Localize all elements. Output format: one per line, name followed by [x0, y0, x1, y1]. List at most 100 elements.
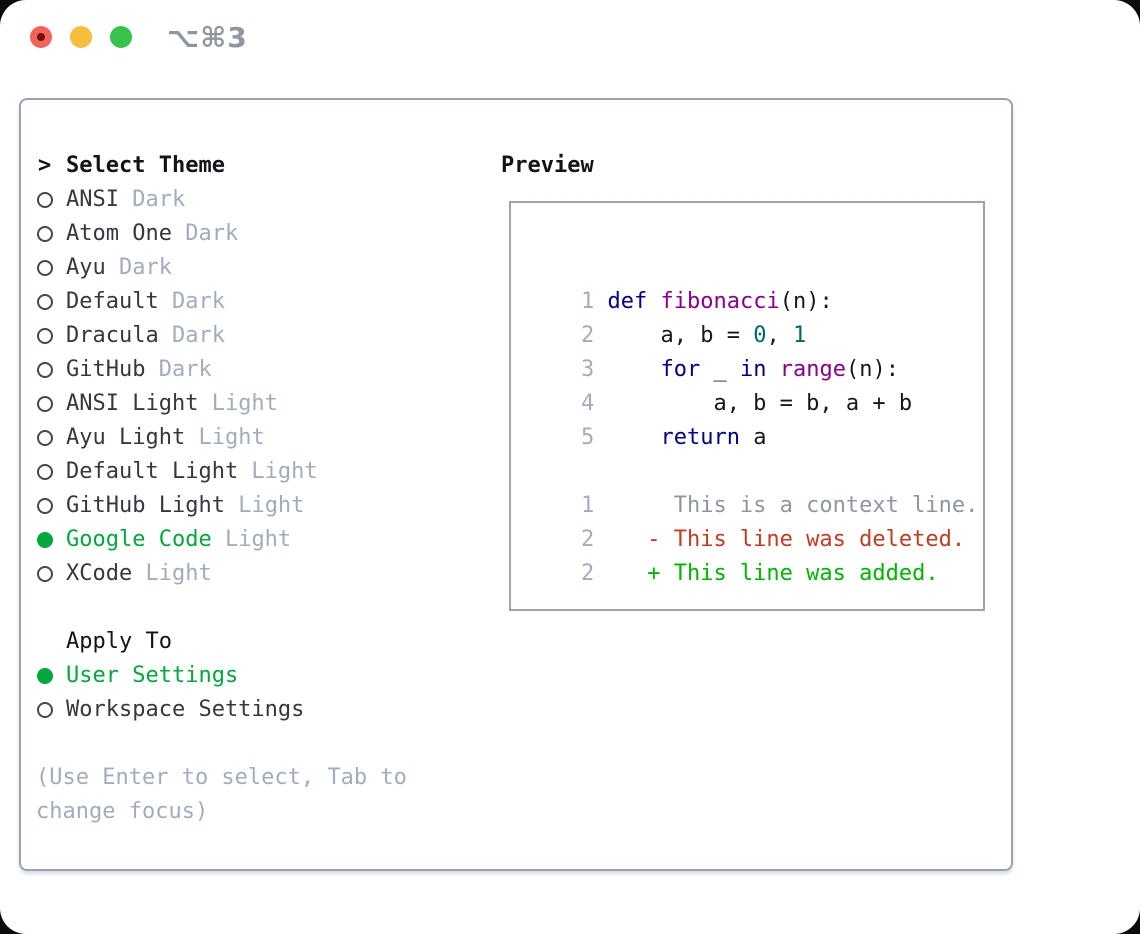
diff-line: 2 - This line was deleted. [528, 489, 978, 552]
theme-list-title: Select Theme [66, 153, 225, 178]
radio-icon [37, 702, 53, 718]
preview-title: Preview [501, 153, 594, 178]
radio-icon [37, 226, 53, 242]
theme-list-header: > Select Theme [36, 149, 318, 183]
theme-option[interactable]: Atom One Dark [36, 217, 318, 251]
radio-icon [37, 668, 53, 684]
apply-to-title: Apply To [66, 629, 172, 654]
diff-line: 1 This is a context line. [528, 455, 978, 518]
theme-option-name: ANSI [66, 187, 119, 212]
help-line: (Use Enter to select, Tab to [36, 765, 407, 790]
theme-option[interactable]: GitHub Light Light [36, 489, 318, 523]
theme-list: ANSI Dark Atom One Dark Ayu Dark Default… [36, 183, 318, 591]
line-number: 2 [580, 527, 595, 552]
radio-icon [37, 362, 53, 378]
theme-list-section: > Select Theme ANSI Dark Atom One Dark A… [36, 149, 318, 591]
theme-option[interactable]: Google Code Light [36, 523, 318, 557]
line-number: 2 [580, 561, 595, 586]
record-dot-icon [37, 33, 45, 41]
theme-option[interactable]: Default Light Light [36, 455, 318, 489]
theme-option[interactable]: Dracula Dark [36, 319, 318, 353]
minimize-button[interactable] [70, 26, 92, 48]
theme-option-name: Google Code [66, 527, 212, 552]
theme-option[interactable]: Ayu Dark [36, 251, 318, 285]
theme-option-variant: Light [185, 425, 265, 450]
preview-content: 1 def fibonacci(n): 2 a, b = 0, 1 3 for … [528, 251, 978, 586]
apply-to-option-name: Workspace Settings [66, 697, 305, 722]
theme-option[interactable]: ANSI Dark [36, 183, 318, 217]
theme-option[interactable]: Default Dark [36, 285, 318, 319]
code-preview: 1 def fibonacci(n): 2 a, b = 0, 1 3 for … [528, 251, 978, 450]
theme-option-variant: Dark [158, 289, 225, 314]
prompt-caret-icon: > [38, 153, 52, 178]
radio-icon [37, 294, 53, 310]
code-line: 4 a, b = b, a + b [528, 353, 978, 416]
line-number: 4 [580, 391, 608, 416]
help-text: (Use Enter to select, Tab to change focu… [36, 761, 407, 829]
line-number: 1 [580, 493, 595, 518]
theme-option-name: Default Light [66, 459, 239, 484]
theme-option[interactable]: ANSI Light Light [36, 387, 318, 421]
code-text: a, b = 0, 1 [607, 323, 807, 348]
line-number: 5 [580, 425, 608, 450]
apply-to-header: Apply To [36, 625, 304, 659]
diff-text: + This line was added. [594, 561, 939, 586]
preview-pane: 1 def fibonacci(n): 2 a, b = 0, 1 3 for … [509, 201, 985, 611]
main-panel: > Select Theme ANSI Dark Atom One Dark A… [19, 98, 1013, 871]
theme-option-variant: Dark [171, 221, 239, 246]
diff-text: - This line was deleted. [594, 527, 966, 552]
theme-option-variant: Light [198, 391, 278, 416]
diff-text: This is a context line. [594, 493, 979, 518]
theme-option-variant: Light [224, 493, 305, 518]
line-number: 3 [580, 357, 608, 382]
theme-option-name: Atom One [66, 221, 172, 246]
maximize-button[interactable] [110, 26, 132, 48]
theme-option-name: Ayu Light [66, 425, 186, 450]
theme-option-name: Dracula [66, 323, 159, 348]
radio-icon [37, 260, 53, 276]
theme-option[interactable]: GitHub Dark [36, 353, 318, 387]
window-title: ⌥⌘3 [167, 21, 248, 54]
theme-option-variant: Dark [158, 323, 225, 348]
radio-icon [37, 566, 53, 582]
theme-option[interactable]: XCode Light [36, 557, 318, 591]
theme-option-variant: Light [238, 459, 318, 484]
apply-to-section: Apply To User Settings Workspace Setting… [36, 625, 304, 727]
code-line: 2 a, b = 0, 1 [528, 285, 978, 348]
apply-to-option-name: User Settings [66, 663, 239, 688]
theme-option-variant: Dark [145, 357, 212, 382]
apply-to-option[interactable]: Workspace Settings [36, 693, 304, 727]
theme-option-variant: Light [211, 527, 292, 552]
radio-icon [37, 192, 53, 208]
theme-option-variant: Dark [105, 255, 172, 280]
line-number: 1 [580, 289, 608, 314]
radio-icon [37, 464, 53, 480]
theme-option-name: Ayu [66, 255, 106, 280]
theme-option-variant: Dark [118, 187, 186, 212]
help-line: change focus) [36, 799, 209, 824]
line-number: 2 [580, 323, 608, 348]
code-text: def fibonacci(n): [607, 289, 833, 314]
radio-icon [37, 532, 53, 548]
radio-icon [37, 328, 53, 344]
theme-option-name: GitHub [66, 357, 146, 382]
titlebar: ⌥⌘3 [0, 0, 1140, 76]
theme-option-name: XCode [66, 561, 133, 586]
radio-icon [37, 498, 53, 514]
theme-option-name: Default [66, 289, 159, 314]
apply-to-option[interactable]: User Settings [36, 659, 304, 693]
theme-option-variant: Light [132, 561, 212, 586]
theme-option-name: ANSI Light [66, 391, 199, 416]
apply-to-list: User Settings Workspace Settings [36, 659, 304, 727]
close-button[interactable] [30, 26, 52, 48]
diff-preview: 1 This is a context line. 2 - This line … [528, 455, 978, 586]
radio-icon [37, 396, 53, 412]
code-text: a, b = b, a + b [607, 391, 913, 416]
theme-option-name: GitHub Light [66, 493, 225, 518]
theme-option[interactable]: Ayu Light Light [36, 421, 318, 455]
code-line: 5 return a [528, 387, 978, 450]
code-text: for _ in range(n): [660, 357, 899, 382]
diff-line: 2 + This line was added. [528, 523, 978, 586]
code-line: 1 def fibonacci(n): [528, 251, 978, 314]
